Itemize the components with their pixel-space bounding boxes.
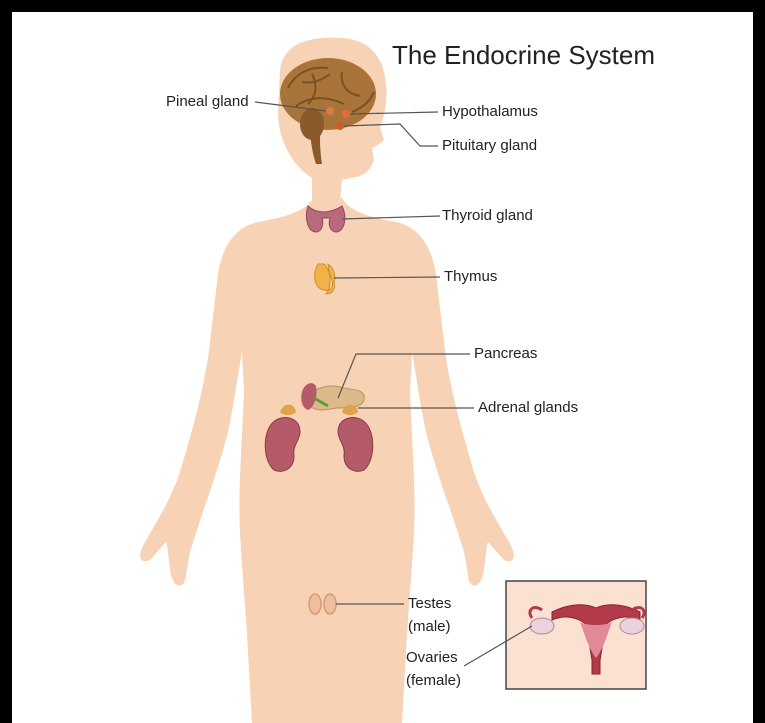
label-pancreas: Pancreas bbox=[474, 344, 537, 363]
hypothalamus-shape bbox=[342, 110, 350, 118]
diagram-frame: The Endocrine System Pineal gland Hypoth… bbox=[12, 12, 753, 723]
label-ovaries: Ovaries (female) bbox=[406, 648, 461, 690]
endocrine-body-illustration bbox=[12, 12, 753, 723]
label-hypothalamus: Hypothalamus bbox=[442, 102, 538, 121]
label-adrenal-glands: Adrenal glands bbox=[478, 398, 578, 417]
label-ovaries-line1: Ovaries bbox=[406, 648, 461, 667]
label-pituitary-gland: Pituitary gland bbox=[442, 136, 537, 155]
label-pineal-gland: Pineal gland bbox=[166, 92, 249, 111]
label-ovaries-line2: (female) bbox=[406, 671, 461, 690]
pancreas-shape bbox=[310, 386, 364, 410]
pineal-gland-shape bbox=[326, 107, 334, 115]
label-testes-line1: Testes bbox=[408, 594, 451, 613]
label-testes-line2: (male) bbox=[408, 617, 451, 636]
pituitary-gland-shape bbox=[336, 122, 344, 130]
label-testes: Testes (male) bbox=[408, 594, 451, 636]
label-thymus: Thymus bbox=[444, 267, 497, 286]
diagram-title: The Endocrine System bbox=[392, 40, 655, 71]
ovaries-inset bbox=[506, 581, 646, 689]
label-thyroid-gland: Thyroid gland bbox=[442, 206, 533, 225]
